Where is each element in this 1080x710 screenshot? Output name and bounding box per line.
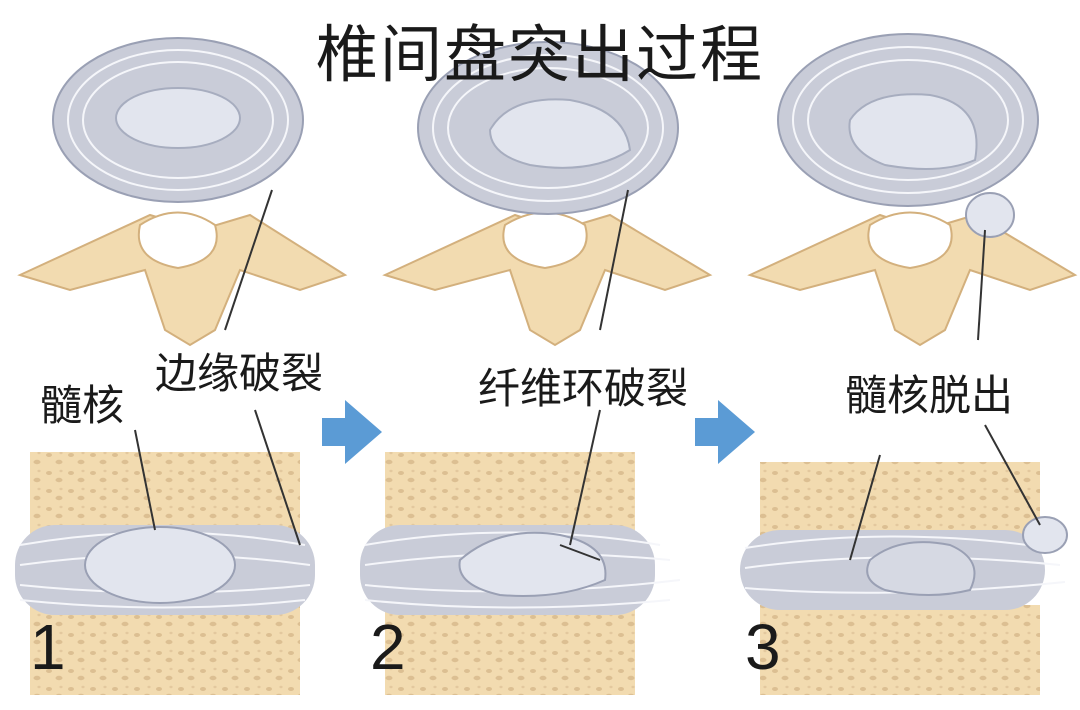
arrow-icon xyxy=(322,400,382,464)
label-nucleus: 髓核 xyxy=(40,381,125,430)
label-nucleus-prolapse: 髓核脱出 xyxy=(845,371,1014,420)
side-view-1 xyxy=(15,409,315,695)
step-number-1: 1 xyxy=(30,611,66,683)
vertebra-top-1 xyxy=(17,37,348,347)
step-number-2: 2 xyxy=(370,611,406,683)
side-view-3 xyxy=(740,424,1068,695)
vertebra-top-2 xyxy=(382,41,713,347)
step-number-3: 3 xyxy=(745,611,781,683)
diagram-title: 椎间盘突出过程 xyxy=(315,18,764,91)
side-view-2 xyxy=(360,409,681,695)
label-annulus-rupture: 纤维环破裂 xyxy=(478,364,689,413)
label-edge-rupture: 边缘破裂 xyxy=(155,349,324,398)
vertebra-top-3 xyxy=(747,33,1078,347)
arrow-icon xyxy=(695,400,755,464)
